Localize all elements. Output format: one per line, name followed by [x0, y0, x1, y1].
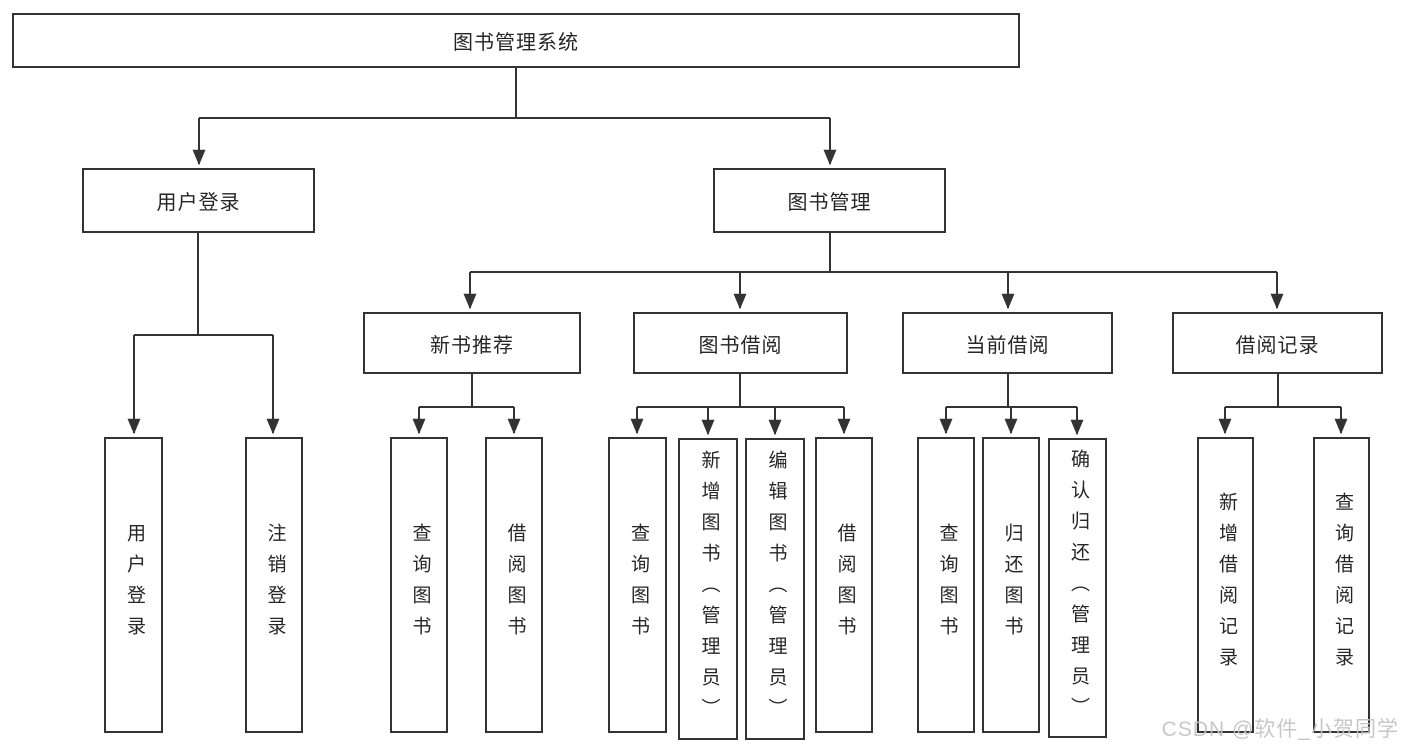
leaf-query-books-recommend: 查询图书: [390, 437, 448, 733]
node-label: 新书推荐: [430, 334, 514, 357]
node-label: 查询图书: [936, 523, 958, 647]
node-book-management: 图书管理: [713, 168, 946, 233]
leaf-return-books: 归还图书: [982, 437, 1040, 733]
node-label: 借阅图书: [834, 523, 856, 647]
leaf-logout: 注销登录: [245, 437, 303, 733]
node-label: 新增借阅记录: [1215, 492, 1237, 678]
leaf-borrow-books-recommend: 借阅图书: [485, 437, 543, 733]
node-new-book-recommend: 新书推荐: [363, 312, 581, 374]
node-label: 归还图书: [1001, 523, 1023, 647]
leaf-edit-books-admin: 编辑图书（管理员）: [745, 438, 805, 740]
leaf-add-books-admin: 新增图书（管理员）: [678, 438, 738, 740]
node-label: 用户登录: [123, 523, 145, 647]
leaf-query-books-current: 查询图书: [917, 437, 975, 733]
leaf-borrow-books: 借阅图书: [815, 437, 873, 733]
node-label: 用户登录: [156, 192, 241, 214]
node-label: 借阅图书: [504, 523, 526, 647]
node-label: 借阅记录: [1235, 334, 1320, 357]
leaf-query-books-borrowing: 查询图书: [608, 437, 667, 733]
node-current-borrowing: 当前借阅: [902, 312, 1113, 374]
node-label: 注销登录: [264, 523, 286, 647]
leaf-user-login: 用户登录: [104, 437, 163, 733]
node-book-borrowing: 图书借阅: [633, 312, 848, 374]
csdn-watermark: CSDN @软件_小贺同学: [1161, 718, 1399, 741]
node-label: 图书管理: [787, 192, 872, 214]
node-user-login: 用户登录: [82, 168, 315, 233]
node-label: 当前借阅: [965, 334, 1050, 357]
node-label: 新增图书（管理员）: [698, 449, 720, 729]
node-label: 确认归还（管理员）: [1067, 448, 1089, 728]
leaf-confirm-return-admin: 确认归还（管理员）: [1048, 438, 1107, 738]
node-label: 图书管理系统: [453, 32, 579, 54]
node-label: 编辑图书（管理员）: [765, 449, 787, 729]
node-label: 查询图书: [409, 523, 431, 647]
node-label: 查询图书: [627, 523, 649, 647]
node-label: 图书借阅: [698, 334, 783, 357]
node-label: 查询借阅记录: [1331, 492, 1353, 678]
node-borrow-records: 借阅记录: [1172, 312, 1383, 374]
leaf-query-borrow-record: 查询借阅记录: [1313, 437, 1370, 733]
node-system-root: 图书管理系统: [12, 13, 1020, 68]
leaf-add-borrow-record: 新增借阅记录: [1197, 437, 1254, 733]
